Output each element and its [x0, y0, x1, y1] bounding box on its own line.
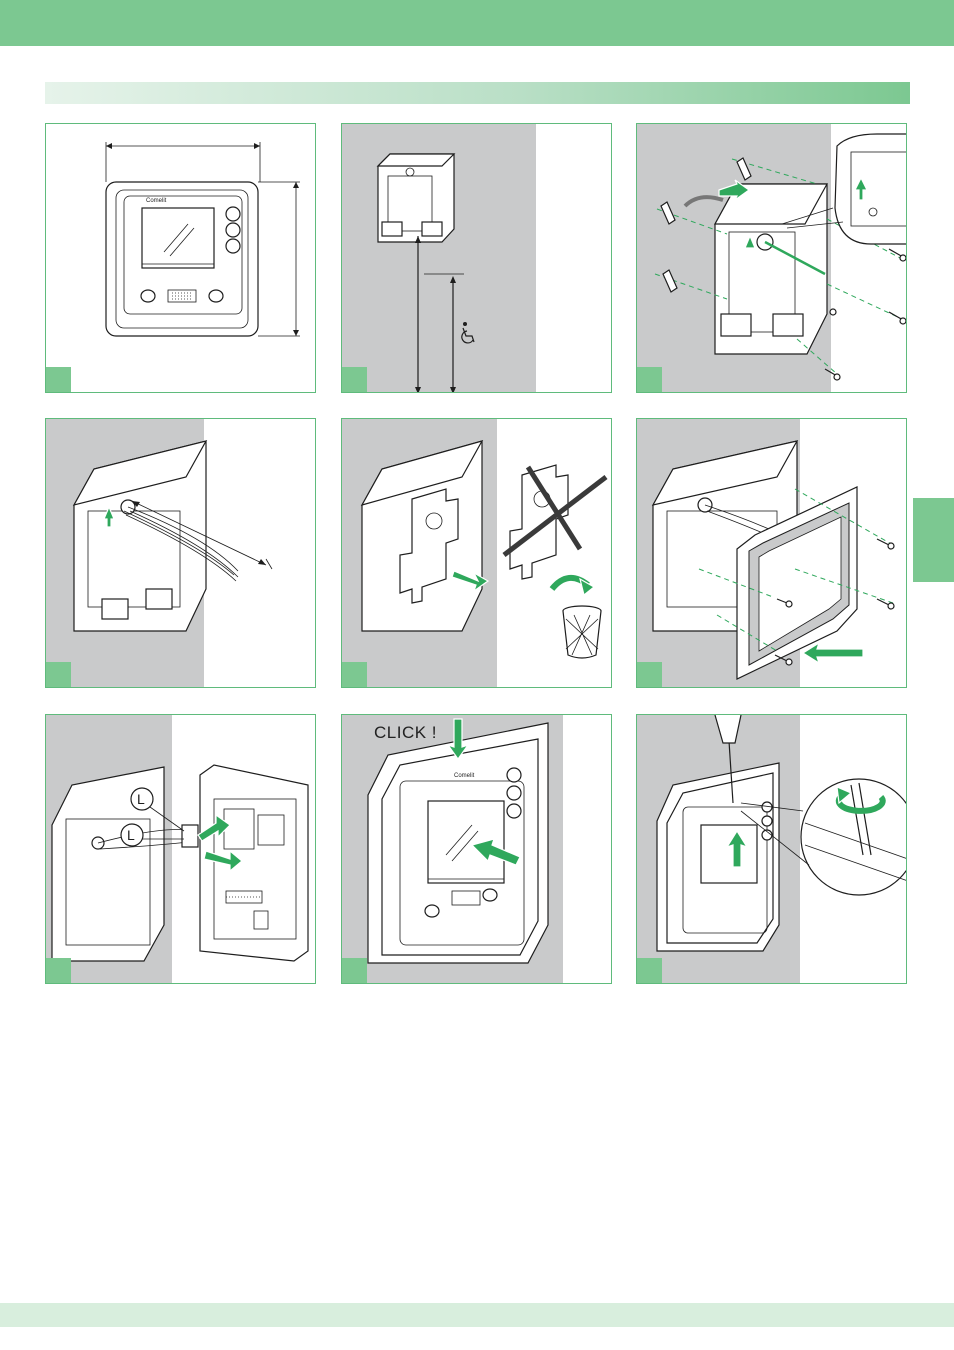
step-panel-5	[341, 418, 612, 688]
step-marker-1	[46, 367, 71, 392]
step-panel-8: CLICK ! Comelit	[341, 714, 612, 984]
fix-box-illustration	[637, 124, 907, 393]
screwdriver-handle	[715, 715, 741, 743]
step-marker-8	[342, 958, 367, 983]
detail-zoom-inset	[835, 134, 907, 244]
step-marker-4	[46, 662, 71, 687]
top-header-bar	[0, 0, 954, 46]
terminal-label-1: L	[137, 791, 145, 807]
step-panel-3	[636, 123, 907, 393]
trash-bin-icon	[563, 606, 601, 658]
detail-zoom-inset	[801, 779, 907, 895]
step-panel-7: L L	[45, 714, 316, 984]
accessibility-icon	[462, 322, 474, 343]
monitor-dimensions-illustration: Comelit	[46, 124, 316, 393]
step-panel-1: Comelit	[45, 123, 316, 393]
step-panel-6	[636, 418, 907, 688]
connect-terminals-illustration: L L	[46, 715, 316, 984]
step-panel-2	[341, 123, 612, 393]
fix-bracket-illustration	[637, 419, 907, 688]
mounting-height-illustration	[342, 124, 612, 393]
step-marker-3	[637, 367, 662, 392]
step-marker-9	[637, 958, 662, 983]
brand-logo: Comelit	[146, 198, 167, 204]
section-side-tab	[913, 498, 954, 582]
cables-illustration	[46, 419, 316, 688]
step-panel-4	[45, 418, 316, 688]
step-marker-2	[342, 367, 367, 392]
step-panel-9	[636, 714, 907, 984]
step-marker-7	[46, 958, 71, 983]
click-in-illustration: Comelit	[342, 715, 612, 984]
section-title-bar	[45, 82, 910, 104]
remove-cover-illustration	[342, 419, 612, 688]
footer-bar	[0, 1303, 954, 1327]
brand-logo: Comelit	[454, 773, 475, 779]
step-marker-5	[342, 662, 367, 687]
step-marker-6	[637, 662, 662, 687]
release-illustration	[637, 715, 907, 984]
terminal-label-2: L	[127, 827, 135, 843]
